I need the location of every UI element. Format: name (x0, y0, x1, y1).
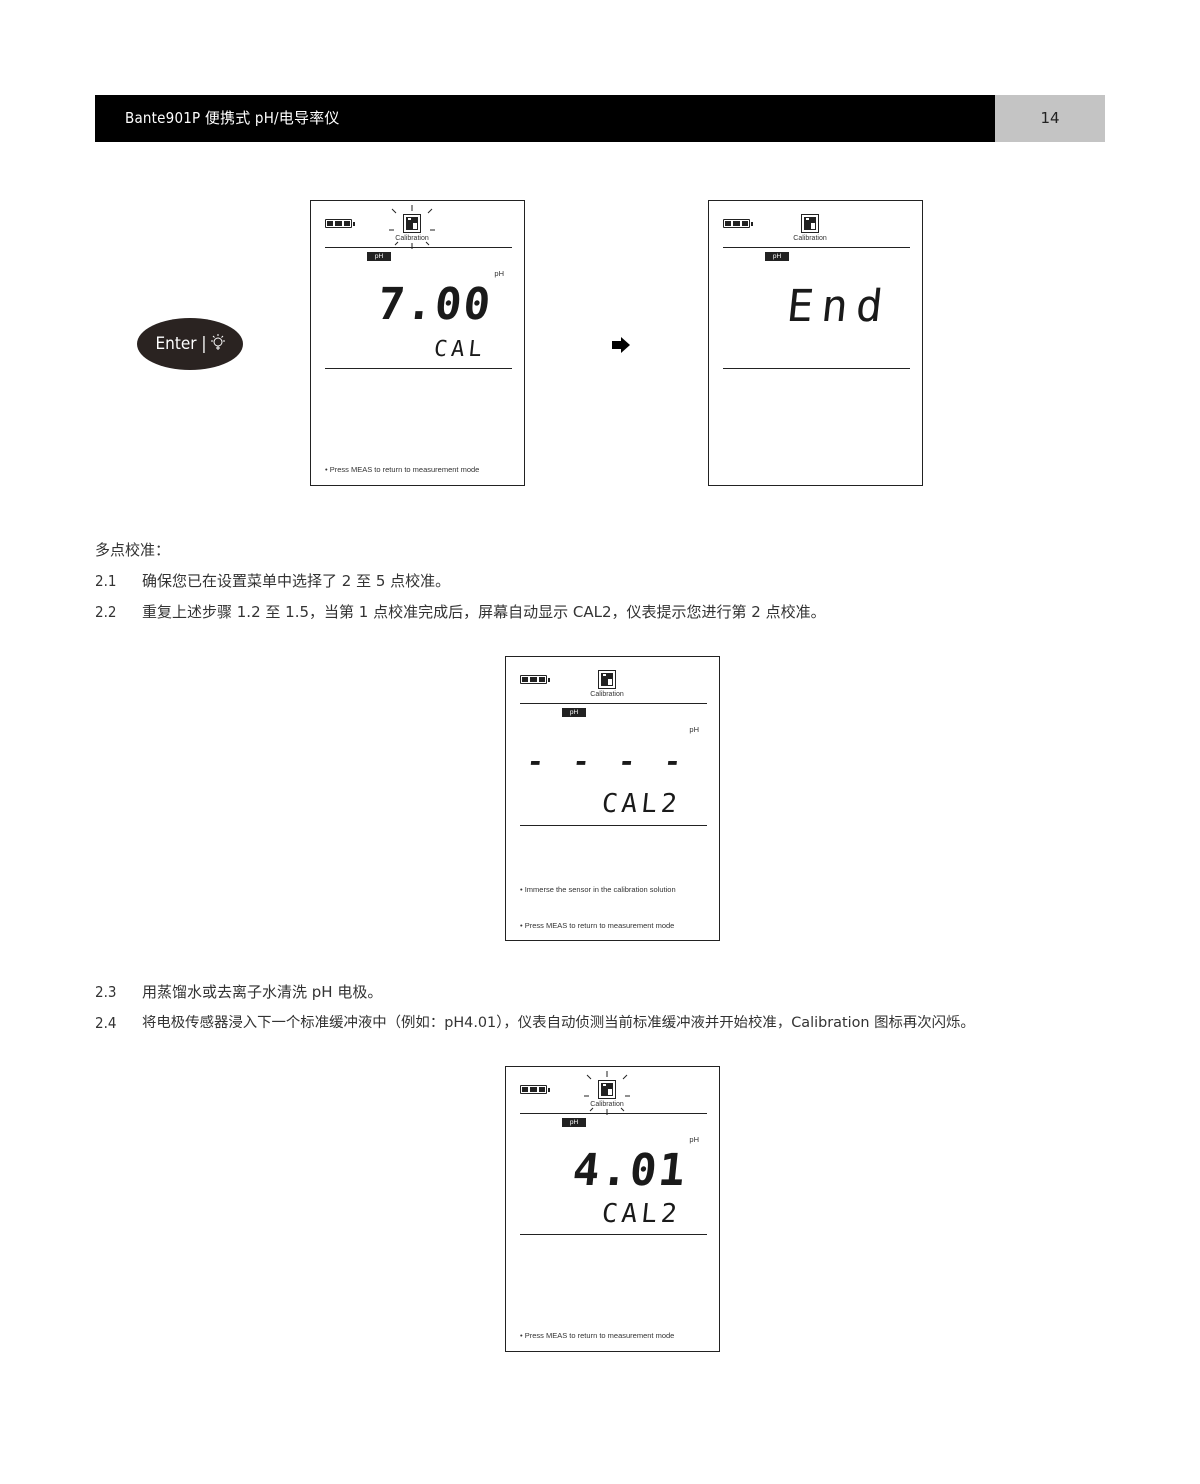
divider (325, 247, 512, 248)
step-2-2: 2.2 重复上述步骤 1.2 至 1.5，当第 1 点校准完成后，屏幕自动显示 … (95, 602, 826, 622)
divider (520, 1234, 707, 1235)
main-reading: - - - - (525, 745, 689, 778)
sub-display: CAL (432, 337, 488, 362)
lcd-screen-cal2-reading: Calibration pH pH 4.01 CAL2 • Press MEAS… (505, 1066, 720, 1352)
calibration-icon (598, 670, 616, 689)
hint-text: • Immerse the sensor in the calibration … (520, 885, 676, 894)
divider (520, 1113, 707, 1114)
backlight-bulb-icon (210, 333, 225, 355)
main-reading: 4.01 (570, 1145, 690, 1196)
divider (723, 247, 910, 248)
mode-tag: pH (562, 708, 586, 717)
page-header: Bante901P 便携式 pH/电导率仪 14 (95, 95, 1105, 142)
divider (325, 368, 512, 369)
sub-display: CAL2 (600, 789, 683, 819)
main-reading: End (783, 281, 893, 332)
step-text: 用蒸馏水或去离子水清洗 pH 电极。 (142, 983, 383, 1001)
calibration-icon (801, 214, 819, 233)
lcd-screen-cal2-waiting: Calibration pH pH - - - - CAL2 • Immerse… (505, 656, 720, 941)
step-number: 2.2 (95, 603, 117, 621)
unit-label: pH (689, 1135, 699, 1144)
step-2-1: 2.1 确保您已在设置菜单中选择了 2 至 5 点校准。 (95, 571, 450, 591)
hint-text: • Press MEAS to return to measurement mo… (520, 921, 675, 930)
divider (520, 703, 707, 704)
battery-icon (520, 675, 550, 684)
mode-tag: pH (765, 252, 789, 261)
blink-rays-icon (584, 1071, 630, 1115)
step-2-4: 2.4 将电极传感器浸入下一个标准缓冲液中（例如：pH4.01），仪表自动侦测当… (95, 1013, 975, 1033)
sub-display: CAL2 (600, 1199, 683, 1229)
calibration-label: Calibration (395, 235, 429, 242)
hint-text: • Press MEAS to return to measurement mo… (325, 465, 480, 474)
unit-label: pH (494, 269, 504, 278)
step-2-3: 2.3 用蒸馏水或去离子水清洗 pH 电极。 (95, 982, 382, 1002)
calibration-icon (598, 1080, 616, 1099)
blink-rays-icon (389, 205, 435, 249)
unit-label: pH (689, 725, 699, 734)
mode-tag: pH (562, 1118, 586, 1127)
enter-button: Enter | (137, 318, 243, 370)
lcd-screen-end: Calibration pH End (708, 200, 923, 486)
step-text: 确保您已在设置菜单中选择了 2 至 5 点校准。 (142, 572, 451, 590)
divider (520, 825, 707, 826)
battery-icon (325, 219, 355, 228)
calibration-label: Calibration (590, 691, 624, 698)
calibration-label: Calibration (590, 1101, 624, 1108)
document-title: Bante901P 便携式 pH/电导率仪 (95, 95, 995, 142)
calibration-label: Calibration (793, 235, 827, 242)
step-text: 重复上述步骤 1.2 至 1.5，当第 1 点校准完成后，屏幕自动显示 CAL2… (142, 603, 826, 621)
enter-button-label: Enter | (155, 334, 207, 354)
calibration-icon (403, 214, 421, 233)
main-reading: 7.00 (375, 279, 495, 330)
lcd-screen-cal: Calibration pH pH 7.00 CAL • Press MEAS … (310, 200, 525, 486)
right-arrow-icon (612, 337, 630, 353)
battery-icon (520, 1085, 550, 1094)
page-number: 14 (995, 95, 1105, 142)
step-number: 2.1 (95, 572, 117, 590)
mode-tag: pH (367, 252, 391, 261)
step-number: 2.4 (95, 1014, 117, 1032)
battery-icon (723, 219, 753, 228)
section-heading: 多点校准： (95, 541, 171, 559)
step-text: 将电极传感器浸入下一个标准缓冲液中（例如：pH4.01），仪表自动侦测当前标准缓… (142, 1015, 975, 1031)
step-number: 2.3 (95, 983, 117, 1001)
divider (723, 368, 910, 369)
hint-text: • Press MEAS to return to measurement mo… (520, 1331, 675, 1340)
